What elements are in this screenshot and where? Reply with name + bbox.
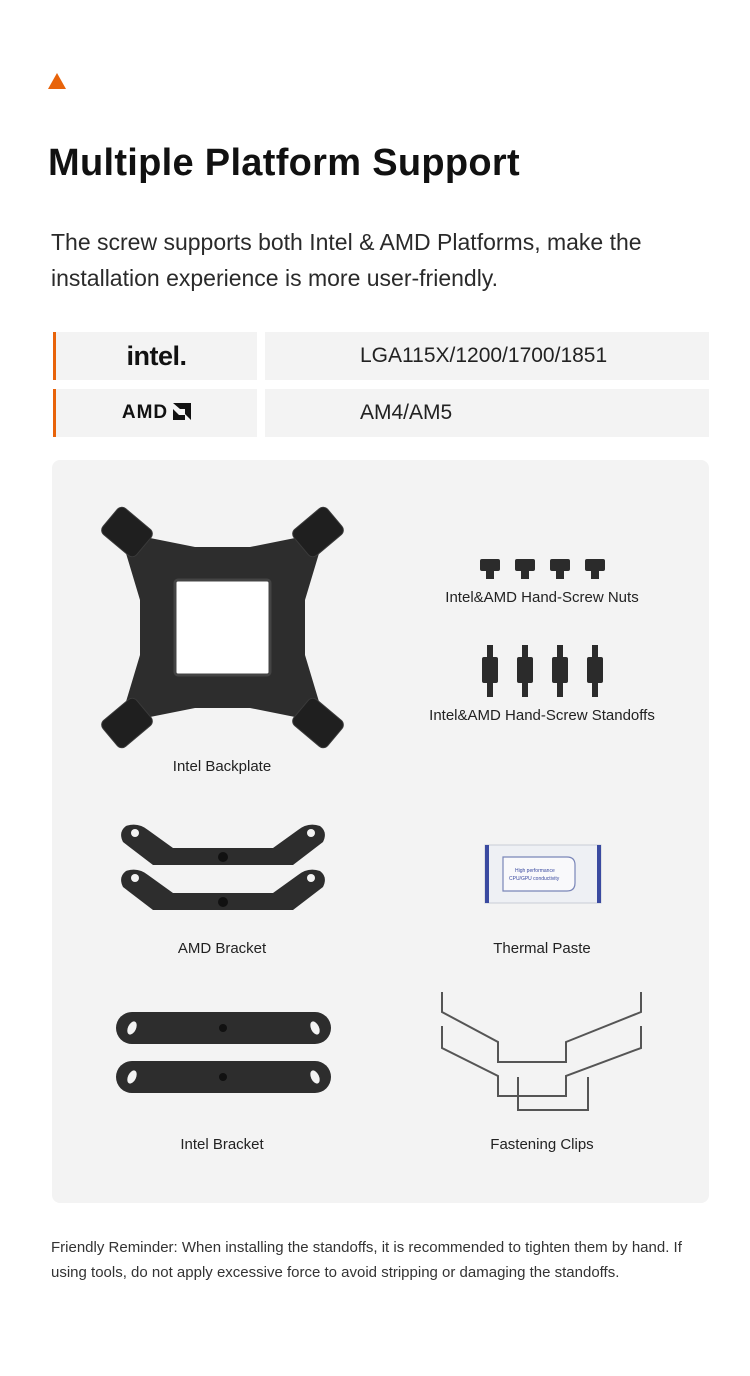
fastening-clips-caption: Fastening Clips bbox=[490, 1136, 594, 1153]
page-title: Multiple Platform Support bbox=[48, 142, 520, 184]
hand-screw-nuts-caption: Intel&AMD Hand-Screw Nuts bbox=[445, 589, 639, 606]
brand-cell-amd: AMD bbox=[53, 389, 257, 437]
intel-backplate-image bbox=[101, 506, 344, 749]
intel-bracket-caption: Intel Bracket bbox=[180, 1136, 264, 1153]
socket-list-intel: LGA115X/1200/1700/1851 bbox=[265, 332, 709, 380]
brand-cell-intel: intel. bbox=[53, 332, 257, 380]
hand-screw-standoffs-image bbox=[482, 645, 603, 697]
amd-bracket-image bbox=[121, 824, 325, 910]
amd-logo-text: AMD bbox=[121, 402, 169, 423]
intel-bracket-image bbox=[116, 1012, 331, 1093]
fastening-clips-image bbox=[441, 992, 642, 1111]
hand-screw-standoffs-caption: Intel&AMD Hand-Screw Standoffs bbox=[429, 707, 655, 724]
hand-screw-nuts-image bbox=[480, 559, 605, 579]
intel-backplate-caption: Intel Backplate bbox=[172, 758, 272, 775]
amd-logo-icon: AMD bbox=[121, 402, 192, 424]
platform-row-intel: intel. LGA115X/1200/1700/1851 bbox=[53, 332, 709, 380]
paste-label-line-2: CPU/GPU conductivity bbox=[509, 876, 560, 882]
thermal-paste-image: High performance CPU/GPU conductivity bbox=[484, 844, 602, 904]
intel-logo-icon: intel. bbox=[126, 340, 187, 371]
accent-triangle-icon bbox=[48, 73, 66, 89]
friendly-reminder: Friendly Reminder: When installing the s… bbox=[51, 1239, 682, 1281]
amd-arrow-icon bbox=[173, 403, 192, 420]
paste-label-line-1: High performance bbox=[515, 868, 555, 874]
amd-bracket-caption: AMD Bracket bbox=[177, 940, 267, 957]
thermal-paste-caption: Thermal Paste bbox=[493, 940, 591, 957]
socket-list-amd: AM4/AM5 bbox=[265, 389, 709, 437]
platform-row-amd: AMD AM4/AM5 bbox=[53, 389, 709, 437]
intro-text: The screw supports both Intel & AMD Plat… bbox=[51, 229, 642, 291]
